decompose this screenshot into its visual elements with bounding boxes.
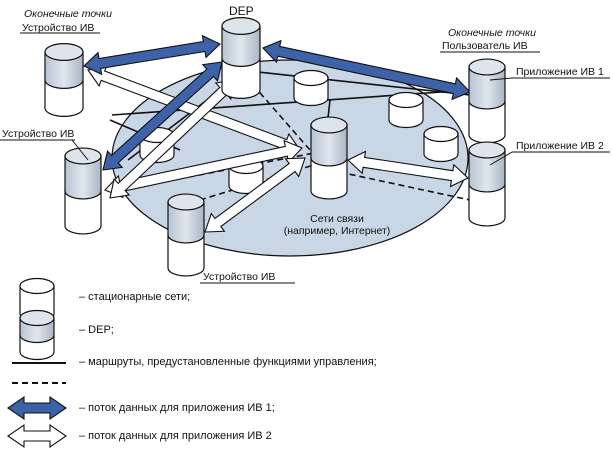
- dep-cylinder-app2: [468, 141, 506, 227]
- dep-cylinder-top: [221, 17, 261, 99]
- device-label-bottom: Устройство ИВ: [203, 271, 276, 283]
- app1-label: Приложение ИВ 1: [516, 66, 604, 78]
- endpoints-label-left: Оконечные точки: [24, 8, 112, 20]
- stationary-network-cylinder-3: [423, 125, 459, 163]
- network-label-line2: (например, Интернет): [283, 225, 391, 237]
- legend-stationary: – стационарные сети;: [79, 291, 191, 303]
- flow-app2-arrow-4: [347, 150, 469, 188]
- flow-app2-arrow-3: [204, 157, 306, 233]
- dep-cylinder-network: [310, 116, 348, 200]
- device-label-left: Устройство ИВ: [2, 128, 75, 140]
- legend-flow2: – поток данных для приложения ИВ 2: [79, 430, 272, 442]
- legend-dep-icon: [19, 309, 55, 361]
- stationary-network-cylinder-1: [293, 69, 329, 107]
- legend-graphics: [7, 277, 67, 449]
- legend-flow1: – поток данных для приложения ИВ 1;: [79, 402, 275, 414]
- legend-flow1-arrow: [7, 395, 67, 421]
- legend-routes: – маршруты, предустановленные функциями …: [79, 356, 377, 368]
- dep-cylinder-left: [64, 147, 102, 235]
- dep-label-top: DEP: [229, 4, 254, 18]
- stationary-network-cylinder-2: [388, 91, 424, 129]
- flow-app1-arrow-1: [83, 34, 221, 76]
- label-rules: [0, 32, 610, 284]
- endpoints-label-right: Оконечные точки: [448, 27, 536, 39]
- legend-flow2-arrow: [7, 423, 67, 449]
- user-label-right: Пользователь ИВ: [442, 40, 528, 52]
- device-label-top-left: Устройство ИВ: [22, 22, 95, 34]
- dep-cylinder-app1: [468, 58, 506, 144]
- dep-cylinder-bottom: [167, 193, 205, 277]
- dep-cylinder-top-left: [44, 43, 84, 117]
- legend-dep: – DEP;: [79, 324, 114, 336]
- network-label-line1: Сети связи: [310, 213, 364, 225]
- app2-label: Приложение ИВ 2: [516, 140, 604, 152]
